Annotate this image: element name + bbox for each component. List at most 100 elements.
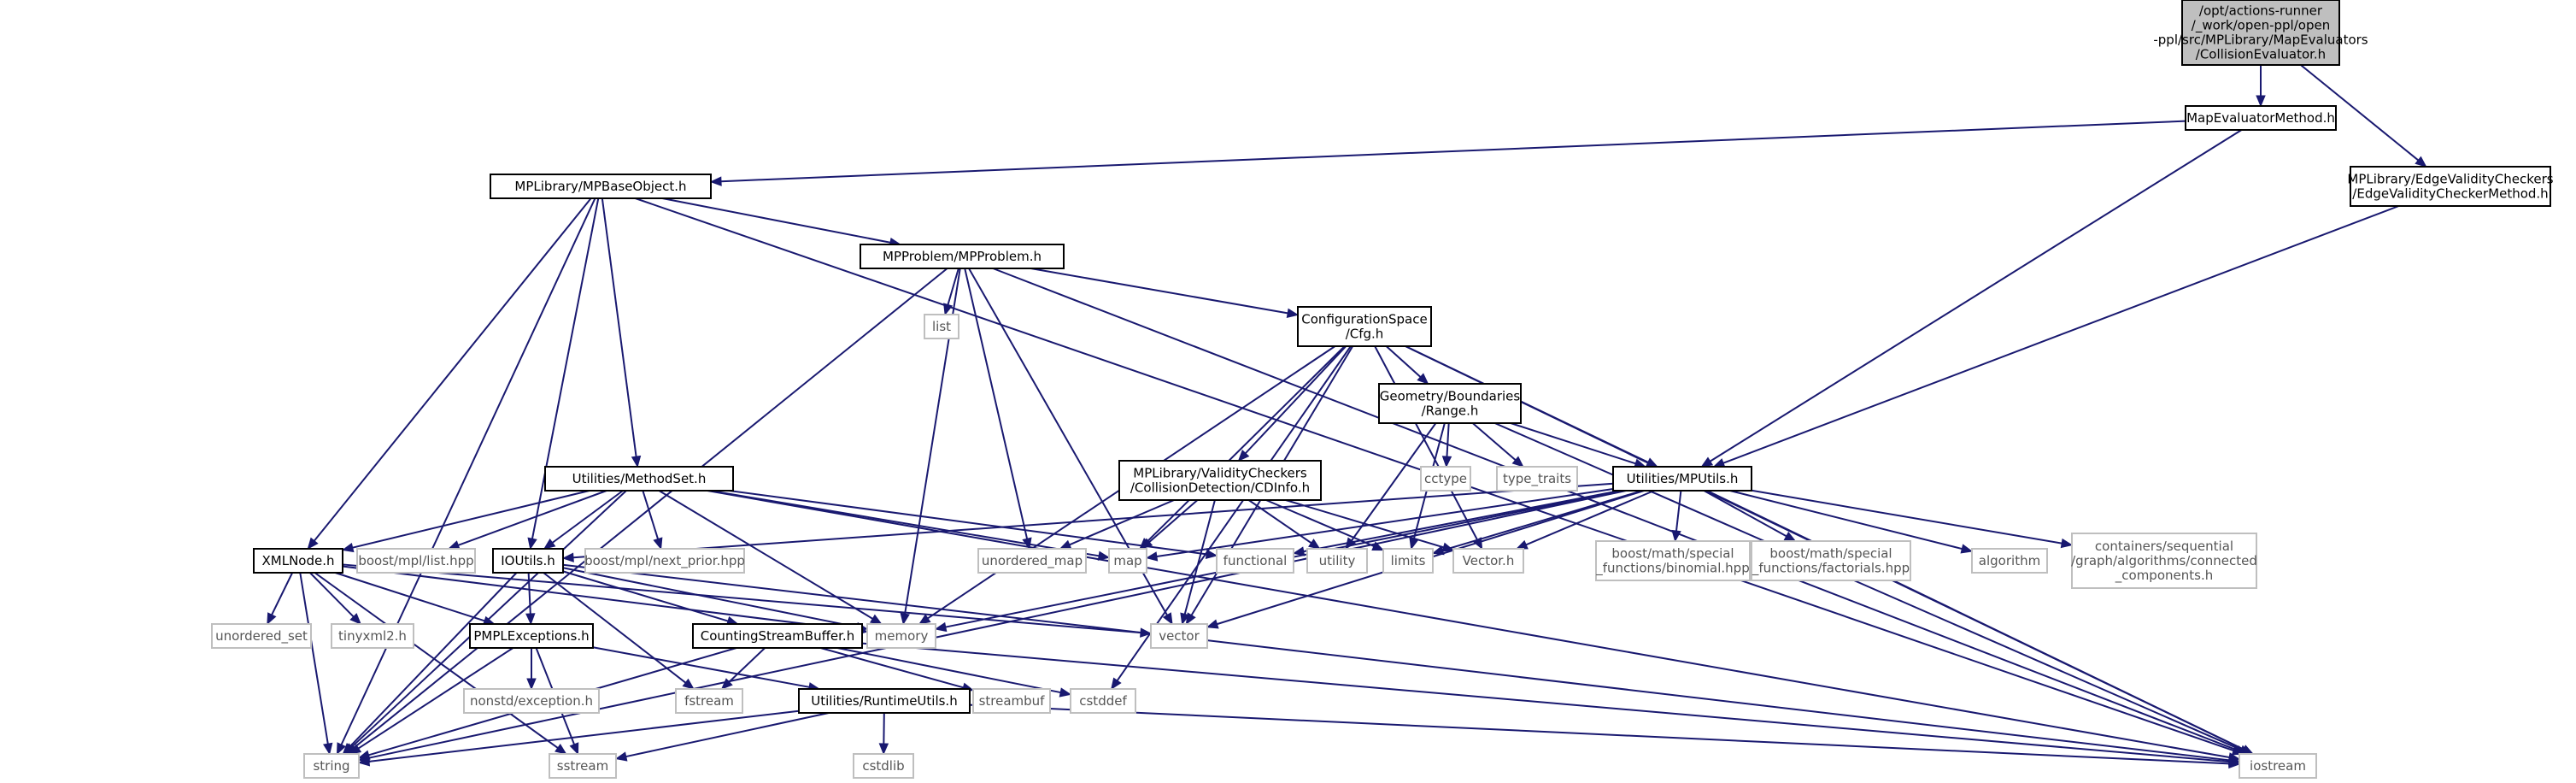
edge-mputils-to-iostream [1706,490,2255,755]
edge-line [947,268,959,305]
node-runtimeutils[interactable]: Utilities/RuntimeUtils.h [798,688,971,714]
node-edgevalid[interactable]: MPLibrary/EdgeValidityCheckers/EdgeValid… [2347,166,2554,207]
node-label: Geometry/Boundaries [1380,389,1521,404]
edge-arrowhead [1292,546,1306,556]
node-mpllist: boost/mpl/list.hpp [356,548,476,574]
node-box [463,688,600,714]
edge-line [1472,422,1517,461]
edge-arrowhead [1511,456,1524,468]
edge-line [351,490,627,748]
node-label: /EdgeValidityCheckerMethod.h [2352,186,2548,202]
edge-arrowhead [1671,529,1681,543]
node-label: MPLibrary/EdgeValidityCheckers [2347,172,2553,187]
node-typetraits: type_traits [1496,466,1578,492]
edge-methodset-to-ioutils [543,490,624,550]
edge-arrowhead [267,612,277,626]
node-box [675,688,743,714]
node-cstdlib: cstdlib [853,753,914,779]
edge-arrowhead [349,744,362,755]
edge-arrowhead [1431,545,1445,556]
node-label: cctype [1424,471,1467,486]
edge-mputils-to-algorithm [1729,490,1974,554]
edge-line [964,268,1029,539]
node-limits: limits [1382,548,1434,574]
node-pmplexc[interactable]: PMPLExceptions.h [469,623,594,649]
node-box [853,753,914,779]
node-range[interactable]: Geometry/Boundaries/Range.h [1378,383,1522,424]
node-cfg[interactable]: ConfigurationSpace/Cfg.h [1297,306,1432,347]
edge-mapeval-to-mputils [1700,129,2243,468]
node-label: boost/math/special [1611,546,1734,562]
node-tinyxml: tinyxml2.h [331,623,414,649]
node-cdinfo[interactable]: MPLibrary/ValidityCheckers/CollisionDete… [1118,460,1322,501]
edge-mpproblem-to-cfg [1030,268,1300,318]
node-label: boost/math/special [1769,546,1892,562]
edge-mputils-to-map [1145,487,1614,562]
node-methodset[interactable]: Utilities/MethodSet.h [544,466,734,492]
edge-line [1729,490,1963,550]
edge-arrowhead [943,303,954,316]
node-mpbase[interactable]: MPLibrary/MPBaseObject.h [490,174,712,199]
edge-arrowhead [1515,539,1529,550]
node-label: /opt/actions-runner [2199,3,2323,19]
edge-xmlnode-to-pmplexc [335,572,496,626]
edge-line [1722,205,2399,464]
edge-line [720,120,2186,183]
node-mputils[interactable]: Utilities/MPUtils.h [1612,466,1752,492]
edge-arrowhead [2060,538,2074,549]
node-label: /Cfg.h [1346,327,1384,342]
edge-arrowhead [2415,156,2427,168]
node-label: utility [1319,553,1356,568]
node-label: Vector.h [1463,553,1515,568]
node-box [492,548,564,574]
node-fstream: fstream [675,688,743,714]
edge-arrowhead [614,751,628,762]
node-countingbuf[interactable]: CountingStreamBuffer.h [692,623,863,649]
edge-cfg-to-cdinfo [1237,345,1347,462]
node-label: cstdlib [862,758,904,774]
edge-cfg-to-vectorh [1374,345,1483,550]
node-box [331,623,414,649]
edge-line [1525,490,1655,546]
node-box [2071,533,2257,589]
node-label: cstddef [1079,693,1127,709]
edge-arrowhead [1162,612,1173,626]
node-mapeval[interactable]: MapEvaluatorMethod.h [2185,105,2337,131]
edge-line [1385,345,1422,378]
node-binomial: boost/math/special_functions/binomial.hp… [1595,540,1751,581]
node-label: list [932,319,951,334]
node-ioutils[interactable]: IOUtils.h [492,548,564,574]
node-label: _functions/factorials.hpp [1752,561,1910,577]
node-box [1118,460,1322,501]
node-label: iostream [2250,758,2306,774]
edge-line [992,268,2238,751]
edge-line [342,565,858,632]
edge-line [358,647,513,750]
edge-xmlnode-to-unorderedset [267,572,294,626]
edge-arrowhead [526,678,537,691]
node-label: tinyxml2.h [338,628,407,644]
node-xmlnode[interactable]: XMLNode.h [253,548,343,574]
node-layer: /opt/actions-runner/_work/open-ppl/open-… [211,0,2554,779]
edge-arrowhead [357,750,371,760]
node-label: /_work/open-ppl/open [2192,18,2330,34]
node-label: _components.h [2115,568,2213,584]
node-box [1070,688,1136,714]
node-box [211,623,312,649]
node-box [356,548,476,574]
edge-arrowhead [1700,456,1714,468]
node-root[interactable]: /opt/actions-runner/_work/open-ppl/open-… [2153,0,2368,66]
edge-line [1351,422,1437,541]
edge-mpbase-to-methodset [601,197,642,468]
edge-arrowhead [2228,758,2241,769]
node-mpproblem[interactable]: MPProblem/MPProblem.h [860,244,1065,269]
edge-arrowhead [709,176,722,186]
node-label: algorithm [1979,553,2040,568]
edge-arrowhead [543,538,556,550]
edge-arrowhead [1059,539,1072,550]
node-label: vector [1159,628,1200,644]
edge-line [1710,129,2243,462]
edge-line [562,567,858,628]
edge-mputils-to-factorials [1703,490,1797,542]
edge-line [2300,64,2419,162]
